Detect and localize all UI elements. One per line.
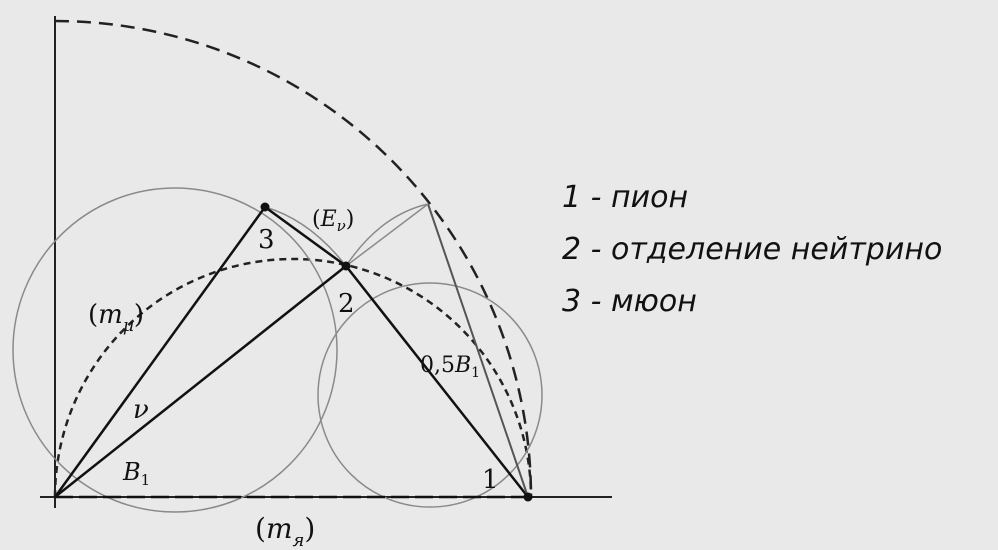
- legend-item-muon: 3 - мюон: [562, 284, 697, 319]
- line-origin-to-2: [54, 265, 347, 498]
- label-b1: B1: [122, 458, 150, 489]
- legend-item-neutrino-separation: 2 - отделение нейтрино: [562, 232, 943, 267]
- line-apex-to-1: [427, 203, 529, 498]
- right-thin-circle: [317, 282, 543, 508]
- line-origin-to-3: [53, 206, 267, 498]
- label-m-mu: (mμ): [88, 300, 144, 336]
- legend: 1 - пион 2 - отделение нейтрино 3 - мюон: [562, 176, 942, 332]
- outer-dashed-arc: [54, 19, 533, 498]
- label-e-nu: (Eν): [312, 207, 354, 235]
- point-3: [260, 202, 270, 212]
- label-m-pi: (mя): [255, 512, 315, 550]
- line-3-to-2: [264, 205, 347, 268]
- point-label-2: 2: [338, 289, 355, 319]
- label-nu: ν: [133, 395, 149, 425]
- point-label-1: 1: [482, 465, 499, 495]
- point-label-3: 3: [258, 225, 275, 255]
- label-half-b1: 0,5B1: [420, 353, 480, 381]
- point-1: [523, 492, 533, 502]
- left-thin-circle: [12, 187, 338, 513]
- inner-dotted-arc: [53, 257, 533, 498]
- legend-item-pion: 1 - пион: [562, 180, 689, 215]
- line-2-to-1: [345, 265, 529, 498]
- lens-arc-right: [345, 203, 429, 267]
- lens-arc-left: [264, 206, 347, 267]
- point-2: [341, 261, 351, 271]
- line-2-to-apex: [345, 203, 429, 267]
